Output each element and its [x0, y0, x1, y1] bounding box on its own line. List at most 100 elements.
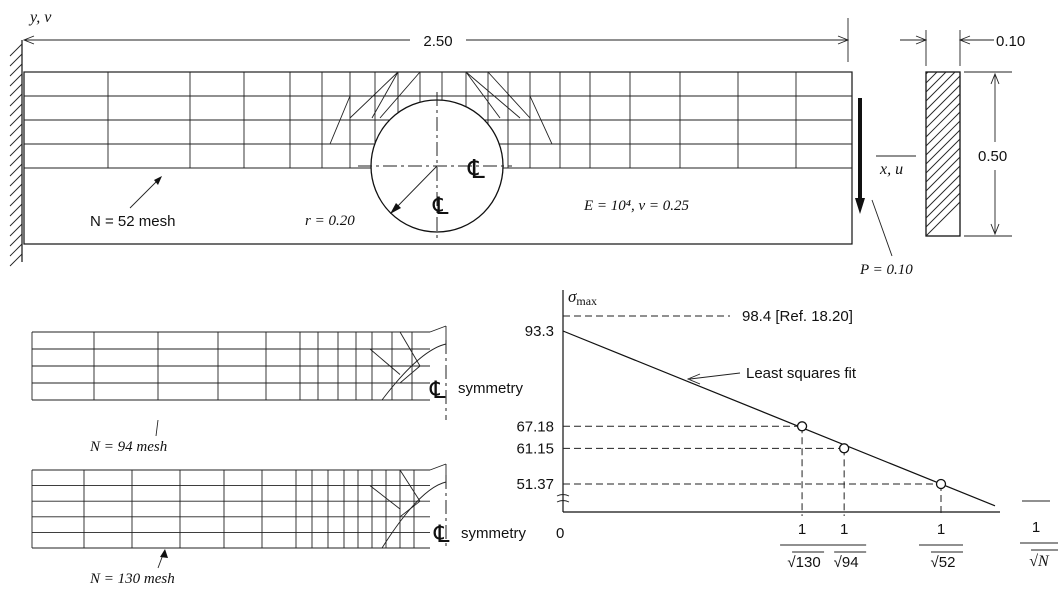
centerline-symbol-beam: ℄ — [467, 154, 485, 184]
section-hatch-line — [925, 174, 961, 210]
section-hatch-line — [925, 147, 961, 183]
mesh-arc — [381, 481, 447, 549]
x-tick-numerator: 1 — [937, 521, 945, 538]
wall-hatch-line — [9, 93, 23, 107]
mesh-line — [399, 469, 421, 502]
wall-hatch-line — [9, 63, 23, 77]
height-label: 0.50 — [978, 148, 1007, 165]
wall-hatch-line — [9, 153, 23, 167]
wall-hatch-line — [9, 53, 23, 67]
x-tick-denominator: √130 — [787, 554, 820, 571]
svg-text:√N: √N — [1029, 553, 1050, 570]
cross-section — [925, 71, 961, 237]
x-tick-denominator: √52 — [931, 554, 956, 571]
thickness-label: 0.10 — [996, 33, 1025, 50]
mesh-line — [399, 365, 421, 384]
mesh-line — [379, 71, 421, 119]
wall-hatch-line — [9, 183, 23, 197]
mesh-line — [349, 71, 399, 119]
mesh-line — [429, 325, 447, 333]
x-tick-label: 1√94 — [822, 521, 867, 571]
y-tick-label: 61.15 — [516, 440, 554, 457]
mesh-line — [399, 331, 421, 367]
chart-x-label: 1 √N — [1020, 500, 1058, 570]
mesh-130-diagram: ℄ symmetry N = 130 mesh — [31, 463, 526, 587]
wall-hatch-line — [9, 203, 23, 217]
mesh-line — [465, 71, 501, 119]
radius-line — [391, 165, 438, 213]
centerline-symbol-hole: ℄ — [432, 193, 449, 220]
section-hatch-line — [925, 192, 961, 228]
section-hatch-line — [925, 71, 938, 84]
section-hatch-line — [925, 71, 956, 102]
mesh-line — [529, 95, 553, 145]
height-arrow-top — [990, 72, 1000, 85]
wall-hatch — [9, 43, 23, 267]
mesh-94-label: N = 94 mesh — [89, 439, 167, 455]
svg-text:1: 1 — [1032, 519, 1040, 536]
convergence-chart: σmax 0 1 √N 98.4 [Ref. 18.20]93.367.181√… — [516, 287, 1058, 571]
wall-hatch-line — [9, 243, 23, 257]
mesh-52-arrowhead — [154, 176, 162, 185]
chart-y-label: σmax — [568, 287, 597, 308]
length-arrow-left — [22, 35, 35, 45]
load-label: P = 0.10 — [859, 262, 913, 278]
section-hatch-line — [925, 102, 961, 138]
chart-origin-label: 0 — [556, 525, 564, 542]
mesh-line — [399, 500, 421, 518]
x-tick-numerator: 1 — [840, 521, 848, 538]
centerline-symbol-94: ℄ — [429, 377, 446, 404]
section-hatch-line — [925, 129, 961, 165]
symmetry-label-130: symmetry — [461, 525, 526, 542]
mesh-94-diagram: ℄ symmetry N = 94 mesh — [31, 325, 523, 455]
section-hatch-line — [925, 71, 929, 75]
mesh-line — [487, 71, 531, 119]
wall-hatch-line — [9, 253, 23, 267]
load-leader — [871, 199, 893, 257]
mesh-94-leader — [155, 419, 159, 437]
height-arrow-bottom — [990, 223, 1000, 236]
wall-hatch-line — [9, 233, 23, 247]
y-tick-label: 67.18 — [516, 418, 554, 435]
beam-diagram: y, v 2.50 ℄ ℄ N = 52 mesh r = 0.20 E = 1… — [9, 9, 1025, 278]
section-hatch-line — [925, 138, 961, 174]
wall-hatch-line — [9, 193, 23, 207]
wall-hatch-line — [9, 113, 23, 127]
reference-label: 98.4 [Ref. 18.20] — [742, 308, 853, 325]
data-point — [935, 478, 947, 490]
radius-label: r = 0.20 — [305, 213, 355, 229]
centerline-symbol-130: ℄ — [433, 521, 450, 548]
section-hatch-line — [925, 156, 961, 192]
least-squares-fit-line — [562, 330, 996, 507]
mesh-line — [465, 71, 521, 119]
section-hatch-line — [925, 183, 961, 219]
y-tick-label: 93.3 — [525, 323, 554, 340]
fit-leader-arrow — [686, 373, 701, 385]
length-label: 2.50 — [423, 33, 452, 50]
x-tick-label: 1 √130 — [780, 521, 825, 571]
data-point — [838, 443, 850, 454]
mesh-line — [371, 71, 399, 119]
mesh-line — [329, 95, 351, 145]
wall-hatch-line — [9, 143, 23, 157]
mesh-94-lines — [31, 325, 447, 401]
mesh-52-label: N = 52 mesh — [90, 213, 175, 230]
mesh-130-label: N = 130 mesh — [89, 571, 175, 587]
thickness-arrow-right — [958, 35, 971, 45]
section-hatch-line — [925, 93, 961, 129]
y-axis-break — [556, 494, 570, 503]
section-hatch-line — [925, 71, 947, 93]
y-tick-label: 51.37 — [516, 476, 554, 493]
thickness-arrow-left — [915, 35, 928, 45]
section-hatch-line — [925, 84, 961, 120]
section-hatch-line — [925, 201, 961, 237]
x-tick-numerator: 1 — [798, 521, 806, 538]
radius-arrowhead — [390, 203, 401, 214]
mesh-line — [369, 348, 401, 375]
load-arrowhead — [855, 198, 865, 214]
wall-hatch-line — [9, 83, 23, 97]
wall-hatch-line — [9, 123, 23, 137]
wall-hatch-line — [9, 133, 23, 147]
wall-hatch-line — [9, 43, 23, 57]
